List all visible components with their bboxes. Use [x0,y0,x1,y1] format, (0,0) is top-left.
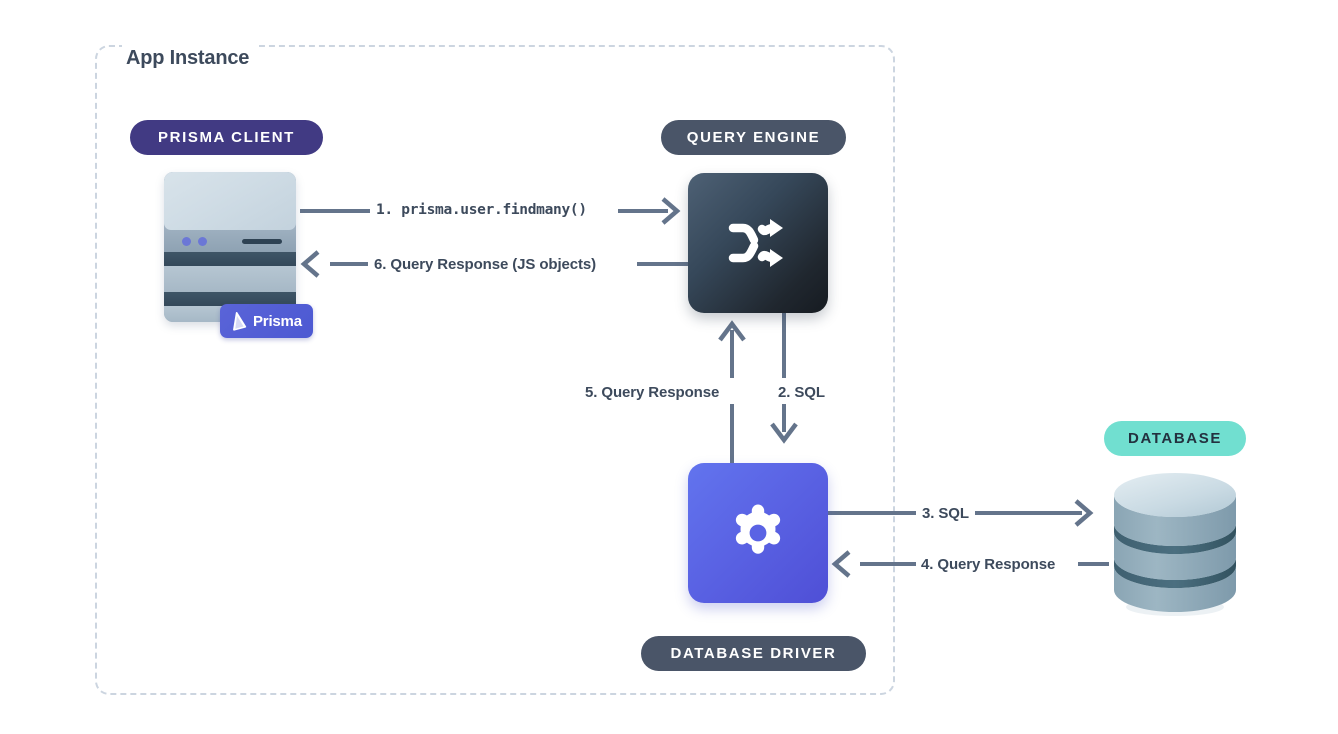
app-instance-title: App Instance [122,45,260,71]
client-card-dot-1 [182,237,191,246]
client-card-dot-2 [198,237,207,246]
query-engine-box [688,173,828,313]
connector-label-1: 1. prisma.user.findmany() [376,202,587,218]
gear-icon [735,504,781,554]
database-driver-box [688,463,828,603]
shuffle-icon [728,219,783,267]
client-card-band-1 [164,266,296,292]
connector-label-3: 3. SQL [922,505,969,522]
connector-label-5: 5. Query Response [585,384,720,401]
badge-query-engine: QUERY ENGINE [661,120,846,155]
badge-prisma-client: PRISMA CLIENT [130,120,323,155]
prisma-logo-label: Prisma [253,312,302,330]
badge-database-driver: DATABASE DRIVER [641,636,866,671]
client-card-divider-2 [164,292,296,306]
connector-label-6: 6. Query Response (JS objects) [374,256,597,273]
prisma-client-card [164,172,296,322]
connector-label-2: 2. SQL [778,384,825,401]
database-cylinder-icon [1114,473,1236,616]
app-instance-boundary [95,45,895,695]
client-card-slot [242,239,282,244]
database-cylinder [1109,470,1242,620]
connector-label-4: 4. Query Response [921,556,1056,573]
client-card-bar-1 [164,230,296,252]
prisma-logo-icon [233,311,247,331]
client-card-screen [164,172,296,230]
badge-database: DATABASE [1104,421,1246,456]
client-card-divider-1 [164,252,296,266]
prisma-logo-badge: Prisma [220,304,313,338]
